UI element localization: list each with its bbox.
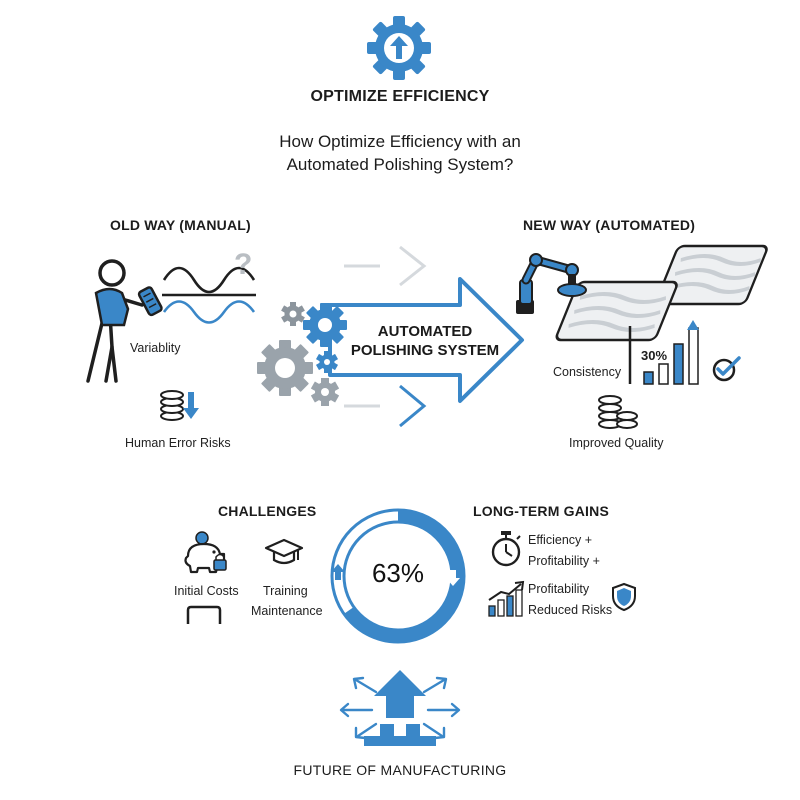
stopwatch-icon: [491, 531, 521, 567]
gain-item-reduced-risks: Reduced Risks: [528, 603, 613, 617]
new-way-title: NEW WAY (AUTOMATED): [523, 217, 696, 233]
growth-percent-label: 30%: [641, 348, 668, 363]
gears-cluster-icon: [257, 302, 347, 406]
question-mark-icon: ?: [234, 248, 253, 281]
variability-wave-icon: [162, 266, 256, 324]
coin-stack-down-icon: [160, 390, 199, 421]
gain-item-profitability-plus: Profitability +: [528, 554, 600, 568]
worker-polishing-icon: [86, 259, 163, 383]
consistency-label: Consistency: [553, 365, 622, 379]
improved-quality-label: Improved Quality: [569, 436, 664, 450]
page-title: OPTIMIZE EFFICIENCY: [310, 88, 490, 105]
human-error-label: Human Error Risks: [125, 436, 231, 450]
piggy-bank-lock-icon: [184, 531, 227, 574]
training-label: Training: [263, 584, 308, 598]
gain-item-profitability: Profitability: [528, 582, 590, 596]
challenges-title: CHALLENGES: [218, 503, 317, 519]
shield-icon: [612, 582, 636, 612]
expansion-arrows-icon: [339, 670, 461, 746]
bracket-icon: [186, 605, 222, 624]
gain-item-efficiency: Efficiency +: [528, 533, 593, 547]
coins-stack-icon: [598, 395, 638, 429]
variability-label: Variablity: [130, 341, 181, 355]
robot-arm-panels-icon: [516, 244, 768, 342]
growth-chart-icon: [488, 580, 525, 617]
ring-up-arrow-icon: [331, 564, 345, 580]
long-term-gains-title: LONG-TERM GAINS: [473, 503, 609, 519]
check-badge-icon: [712, 356, 741, 382]
automated-polishing-label: AUTOMATED POLISHING SYSTEM: [350, 322, 500, 360]
maintenance-label: Maintenance: [251, 604, 323, 618]
graduation-cap-icon: [264, 538, 304, 565]
ring-percent-value: 63%: [371, 558, 425, 588]
footer-label: FUTURE OF MANUFACTURING: [293, 762, 507, 778]
old-way-title: OLD WAY (MANUAL): [110, 217, 251, 233]
initial-costs-label: Initial Costs: [174, 584, 239, 598]
growth-bar-chart-icon: [628, 320, 699, 385]
center-label-line-2: POLISHING SYSTEM: [350, 342, 500, 359]
subtitle-line-2: Automated Polishing System?: [286, 155, 514, 174]
subtitle-line-1: How Optimize Efficiency with an: [279, 132, 521, 151]
faint-arrow-top: [344, 245, 427, 287]
gear-up-arrow-icon: [367, 16, 431, 80]
big-right-arrow: [328, 277, 524, 403]
center-label-line-1: AUTOMATED: [377, 323, 473, 340]
ring-down-arrow-icon: [446, 570, 460, 586]
faint-arrow-bottom: [344, 384, 427, 428]
progress-ring: [330, 508, 466, 644]
page-subtitle: How Optimize Efficiency with an Automate…: [0, 130, 800, 176]
